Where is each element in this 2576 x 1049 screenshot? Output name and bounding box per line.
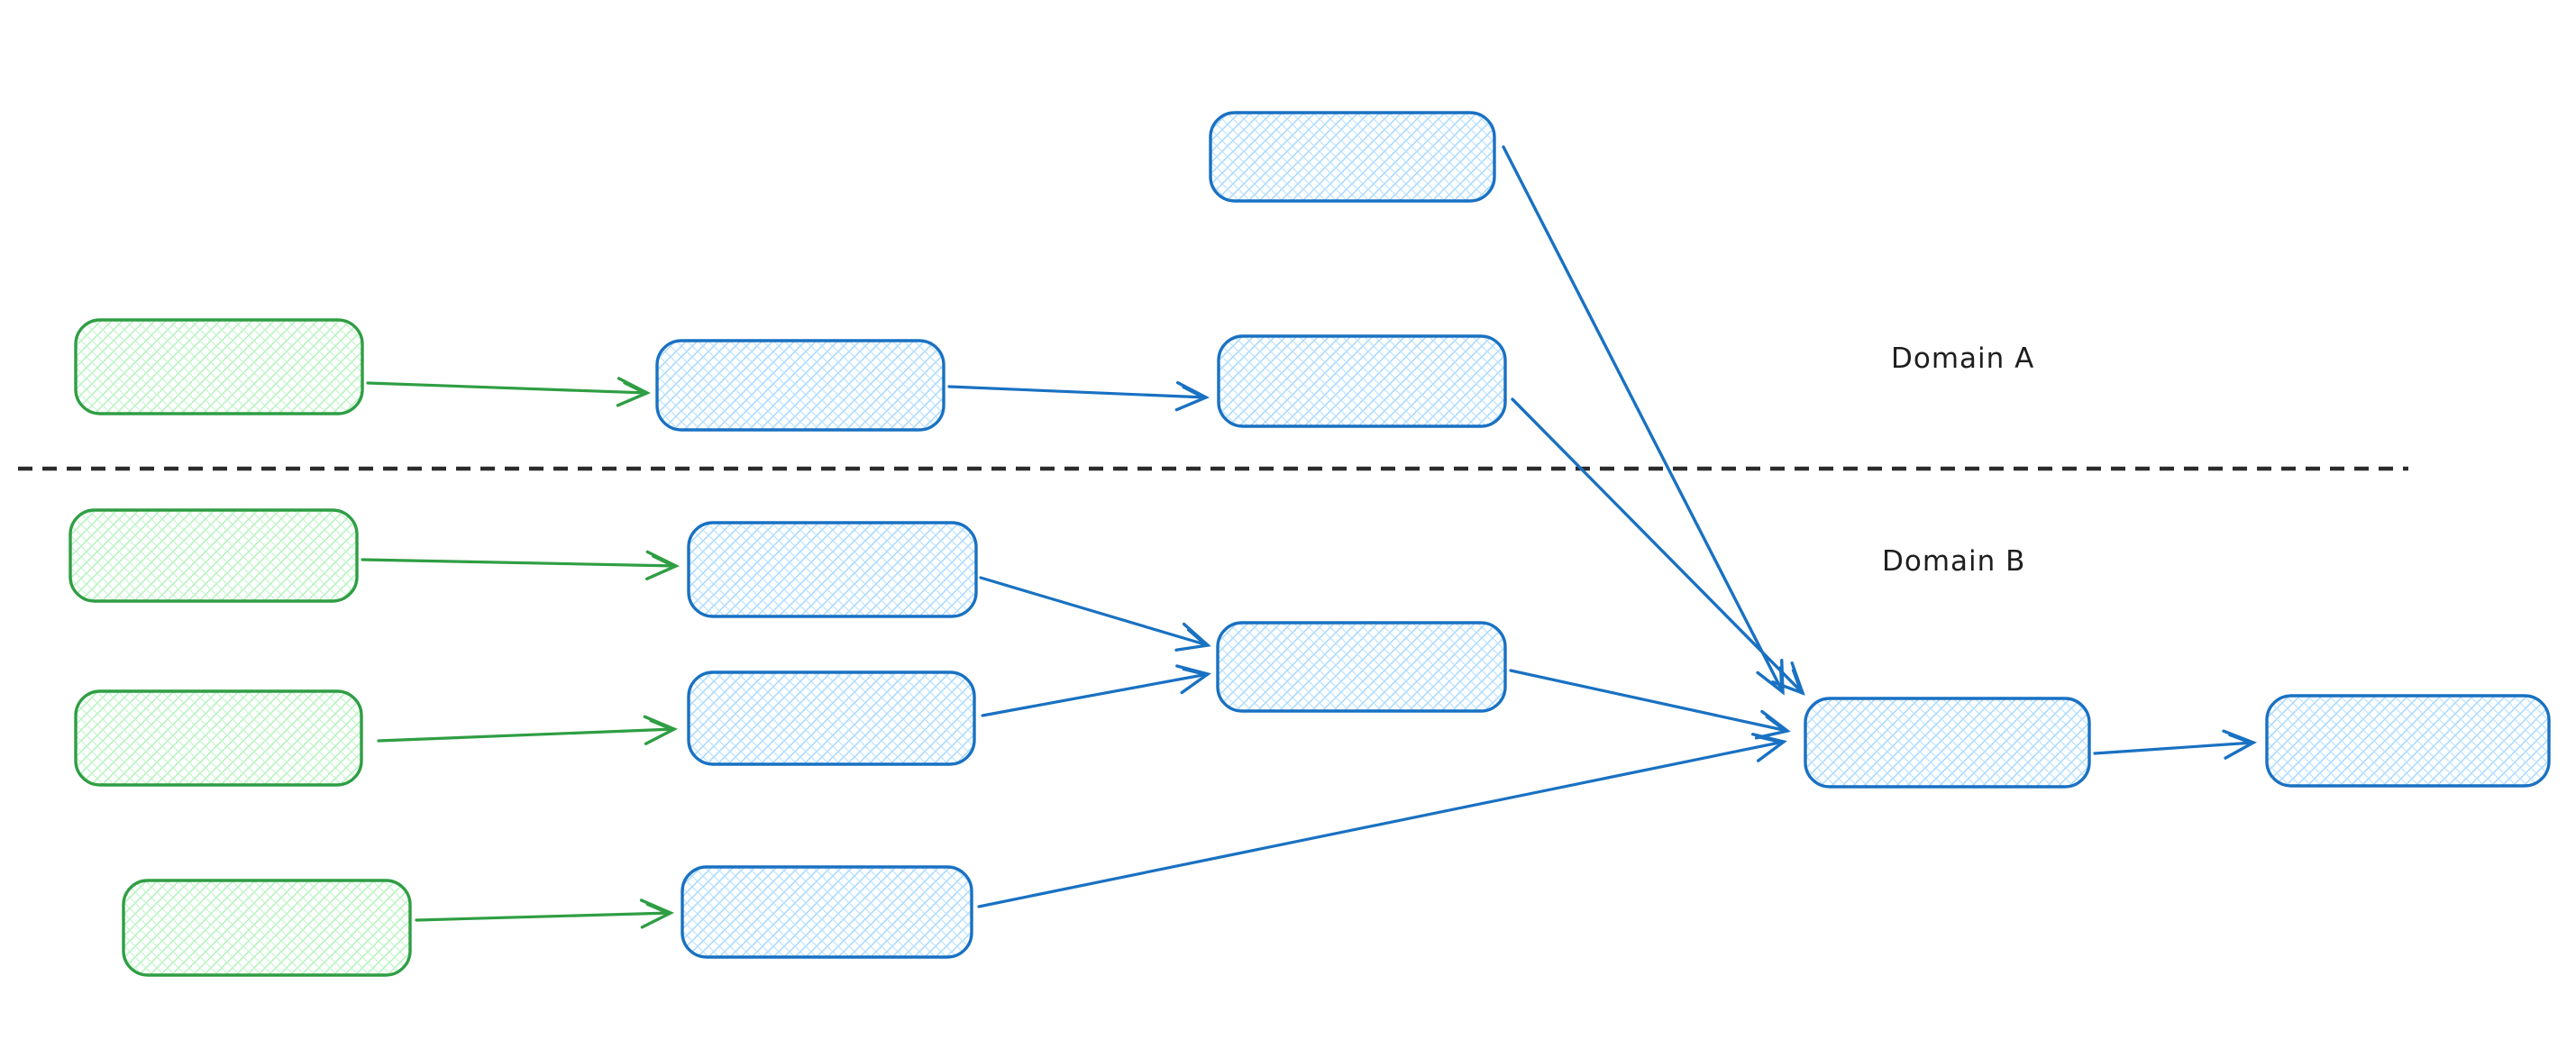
arrow-b-merge-to-sink[interactable]	[1509, 669, 1791, 740]
node-b-stage-2[interactable]	[687, 670, 976, 766]
arrow-sink-to-output[interactable]	[2093, 729, 2257, 760]
node-b-input-2[interactable]	[74, 689, 363, 787]
node-a-stage-2[interactable]	[1217, 334, 1507, 428]
node-output[interactable]	[2265, 694, 2551, 788]
node-sink[interactable]	[1804, 697, 2091, 789]
node-a-input[interactable]	[74, 318, 364, 415]
arrow-b-input-2-to-b-stage-2[interactable]	[377, 715, 679, 745]
node-b-stage-3[interactable]	[681, 865, 973, 959]
arrow-a-stage-2-to-sink[interactable]	[1511, 397, 1805, 696]
arrow-b-input-3-to-b-stage-3[interactable]	[415, 898, 675, 929]
node-b-input-1[interactable]	[69, 508, 359, 603]
arrow-a-input-to-a-stage-1[interactable]	[366, 377, 652, 407]
node-a-stage-1[interactable]	[655, 339, 945, 432]
domain-a-label[interactable]: Domain A	[1891, 342, 2034, 375]
domain-b-label[interactable]: Domain B	[1882, 545, 2025, 578]
node-a-extra-source[interactable]	[1209, 111, 1496, 203]
arrow-b-stage-1-to-b-merge[interactable]	[979, 576, 1211, 652]
edges-layer	[361, 145, 2257, 929]
nodes-layer	[69, 111, 2551, 977]
arrow-b-stage-3-to-sink[interactable]	[977, 733, 1787, 908]
node-b-merge[interactable]	[1216, 621, 1507, 713]
node-b-stage-1[interactable]	[687, 521, 978, 618]
arrow-b-input-1-to-b-stage-1[interactable]	[361, 550, 681, 581]
arrow-b-stage-2-to-b-merge[interactable]	[981, 664, 1211, 717]
arrow-a-extra-source-to-sink[interactable]	[1502, 145, 1785, 696]
arrow-a-stage-1-to-a-stage-2[interactable]	[947, 380, 1210, 412]
node-b-input-3[interactable]	[122, 879, 412, 977]
